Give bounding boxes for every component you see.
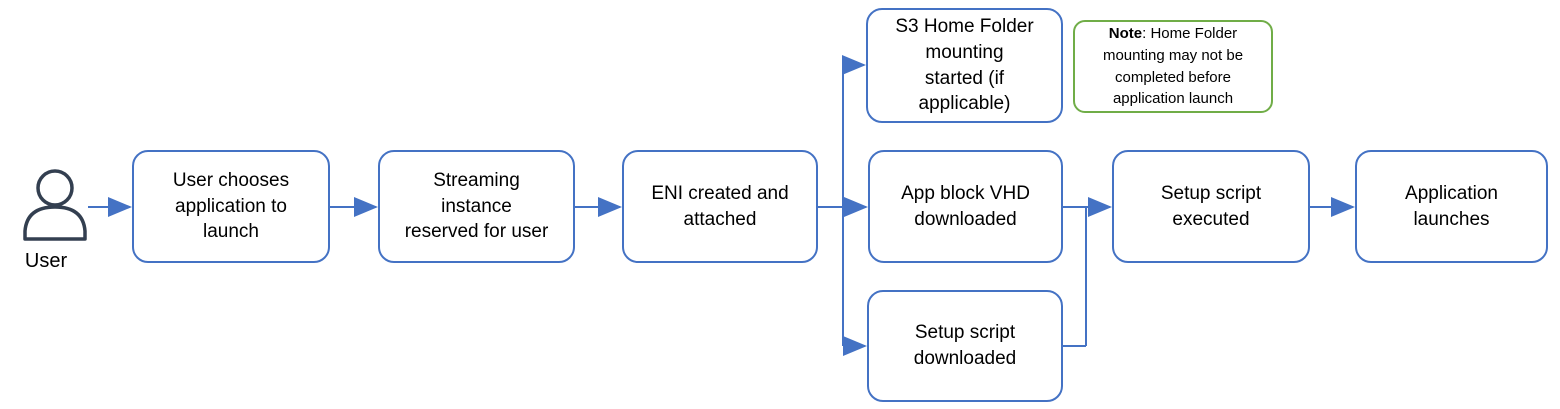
note-home-folder-mounting: Note: Home Folder mounting may not be co… bbox=[1073, 20, 1273, 113]
node-eni-created-attached: ENI created and attached bbox=[622, 150, 818, 263]
node-label: S3 Home Folder mounting started (if appl… bbox=[895, 16, 1034, 115]
node-streaming-instance-reserved: Streaming instance reserved for user bbox=[378, 150, 575, 263]
note-text: Note: Home Folder mounting may not be co… bbox=[1103, 23, 1243, 110]
node-setup-script-downloaded: Setup script downloaded bbox=[867, 290, 1063, 402]
note-body: : Home Folder mounting may not be comple… bbox=[1102, 25, 1244, 108]
user-person-icon bbox=[23, 169, 87, 241]
node-app-block-vhd-downloaded: App block VHD downloaded bbox=[868, 150, 1063, 263]
node-setup-script-executed: Setup script executed bbox=[1112, 150, 1310, 263]
node-label: Application launches bbox=[1405, 182, 1498, 230]
node-s3-home-folder-mounting: S3 Home Folder mounting started (if appl… bbox=[866, 8, 1063, 123]
actor-label: User bbox=[24, 250, 68, 272]
node-label: Setup script executed bbox=[1160, 182, 1262, 230]
node-label: App block VHD downloaded bbox=[901, 182, 1030, 230]
node-label: ENI created and attached bbox=[651, 182, 789, 230]
node-label: Streaming instance reserved for user bbox=[404, 170, 549, 243]
note-prefix: Note bbox=[1108, 25, 1143, 42]
node-label: User chooses application to launch bbox=[172, 170, 290, 243]
node-user-chooses-application: User chooses application to launch bbox=[132, 150, 330, 263]
node-application-launches: Application launches bbox=[1355, 150, 1548, 263]
node-label: Setup script downloaded bbox=[913, 322, 1017, 369]
